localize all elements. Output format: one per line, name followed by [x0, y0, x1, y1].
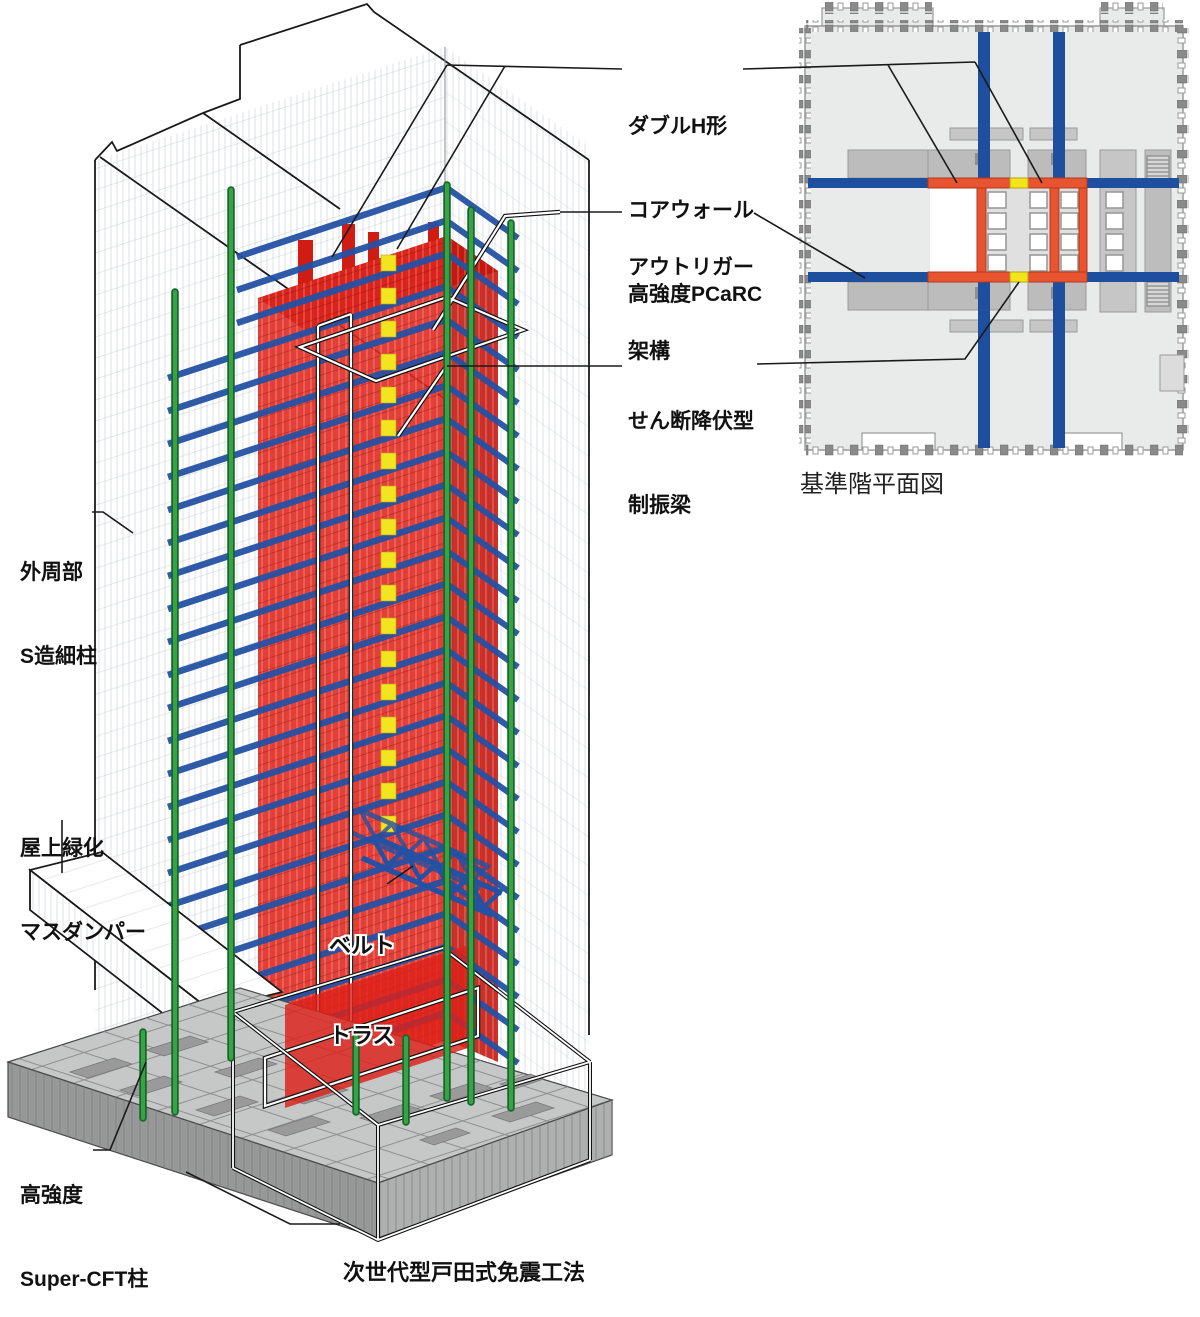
label-cft-column: 高強度 Super-CFT柱: [20, 1184, 149, 1291]
label-perimeter-column: 外周部 S造細柱: [20, 561, 98, 668]
floor-plan: [799, 2, 1189, 456]
core-base: [285, 945, 468, 1108]
label-roof-damper: 屋上緑化 マスダンパー: [20, 837, 146, 944]
label-belt-truss: ベルト トラス: [329, 933, 396, 1048]
label-isolation: 次世代型戸田式免震工法 ・セミアクティブオイルダンパー ・自己復元型トリガー機構…: [343, 1260, 586, 1285]
label-outrigger: アウトリガー 架構: [628, 256, 754, 363]
plan-caption: 基準階平面図: [800, 471, 944, 498]
callout-channels: [293, 209, 561, 1026]
label-shear-beam: せん断降伏型 制振梁: [628, 410, 754, 517]
leader-lines: [61, 61, 1043, 1225]
label-core-wall: ダブルH形 コアウォール 高強度PCaRC: [628, 115, 763, 306]
core-base-frame: [262, 984, 481, 1110]
mass-damper-box: [28, 851, 284, 1052]
cft-columns: [139, 181, 515, 1126]
base-frame-box: [231, 945, 592, 1243]
shear-dampers: [380, 254, 397, 833]
